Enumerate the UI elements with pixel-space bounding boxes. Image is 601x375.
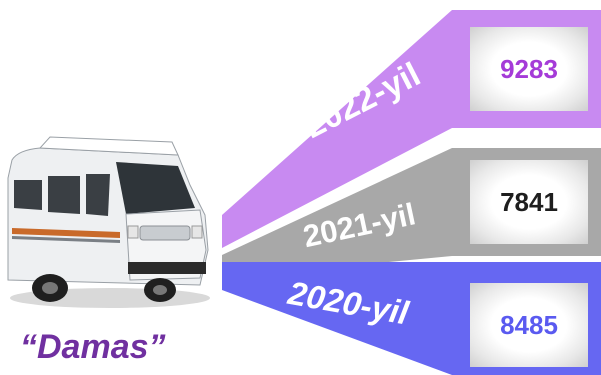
value-2021: 7841 xyxy=(500,186,558,217)
value-box-2022: 9283 xyxy=(470,27,588,111)
damas-van-image xyxy=(7,136,210,308)
value-box-2020: 8485 xyxy=(470,283,588,367)
value-2020: 8485 xyxy=(500,309,558,340)
vehicle-caption: “Damas” xyxy=(20,328,166,366)
value-2022: 9283 xyxy=(500,53,558,84)
value-box-2021: 7841 xyxy=(470,160,588,244)
